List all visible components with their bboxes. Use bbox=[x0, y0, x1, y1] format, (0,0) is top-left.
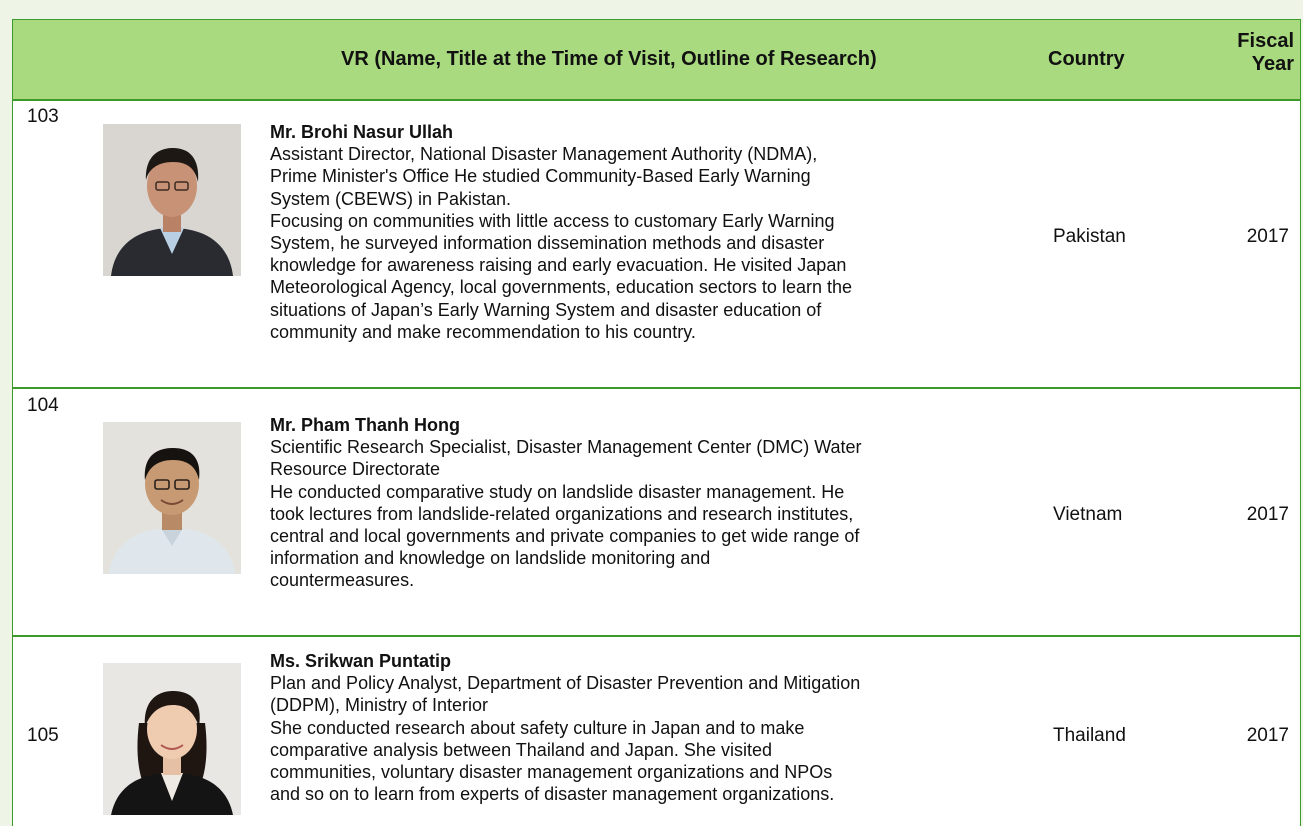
description-line: Resource Directorate bbox=[270, 459, 441, 480]
table-row: 105 Ms. Srikwan Puntatip Plan and Policy… bbox=[13, 637, 1300, 826]
column-header-fiscal-year: Fiscal Year bbox=[1232, 30, 1294, 76]
country-cell: Pakistan bbox=[1053, 226, 1126, 247]
description-line: central and local governments and privat… bbox=[270, 526, 860, 547]
researcher-description: Mr. Pham Thanh Hong Scientific Research … bbox=[270, 414, 1015, 592]
description-line: comparative analysis between Thailand an… bbox=[270, 739, 772, 760]
researcher-photo bbox=[103, 422, 241, 574]
description-line: took lectures from landslide-related org… bbox=[270, 503, 854, 524]
person-portrait-icon bbox=[103, 422, 241, 574]
researcher-name: Mr. Brohi Nasur Ullah bbox=[270, 122, 454, 142]
description-line: He conducted comparative study on landsl… bbox=[270, 481, 845, 502]
description-line: knowledge for awareness raising and earl… bbox=[270, 255, 847, 276]
description-line: information and knowledge on landslide m… bbox=[270, 548, 711, 569]
column-header-country: Country bbox=[1048, 48, 1125, 70]
researcher-name: Mr. Pham Thanh Hong bbox=[270, 415, 461, 435]
researcher-description: Ms. Srikwan Puntatip Plan and Policy Ana… bbox=[270, 650, 1015, 805]
description-line: System (CBEWS) in Pakistan. bbox=[270, 188, 512, 209]
fiscal-year-cell: 2017 bbox=[1246, 725, 1289, 746]
description-line: Plan and Policy Analyst, Department of D… bbox=[270, 673, 861, 694]
person-portrait-icon bbox=[103, 663, 241, 815]
table-row: 103 Mr. Brohi Nasur Ullah Assistant Dire… bbox=[13, 101, 1300, 389]
description-line: community and make recommendation to his… bbox=[270, 321, 696, 342]
researcher-photo bbox=[103, 663, 241, 815]
description-line: Focusing on communities with little acce… bbox=[270, 210, 835, 231]
description-line: and so on to learn from experts of disas… bbox=[270, 784, 835, 805]
description-line: System, he surveyed information dissemin… bbox=[270, 233, 825, 254]
description-line: (DDPM), Ministry of Interior bbox=[270, 695, 489, 716]
description-line: countermeasures. bbox=[270, 570, 415, 591]
table-row: 104 Mr. Pham Thanh Hong Scientific Resea… bbox=[13, 389, 1300, 637]
description-line: She conducted research about safety cult… bbox=[270, 717, 805, 738]
person-portrait-icon bbox=[103, 124, 241, 276]
table-header: VR (Name, Title at the Time of Visit, Ou… bbox=[13, 19, 1300, 101]
country-cell: Vietnam bbox=[1053, 504, 1123, 525]
description-line: situations of Japan’s Early Warning Syst… bbox=[270, 299, 822, 320]
researcher-name: Ms. Srikwan Puntatip bbox=[270, 651, 452, 671]
researchers-table: VR (Name, Title at the Time of Visit, Ou… bbox=[12, 19, 1301, 826]
researcher-description: Mr. Brohi Nasur Ullah Assistant Director… bbox=[270, 121, 1015, 343]
row-number: 104 bbox=[27, 395, 59, 416]
column-header-fiscal-year-line2: Year bbox=[1251, 53, 1294, 75]
description-line: Prime Minister's Office He studied Commu… bbox=[270, 166, 811, 187]
description-line: Assistant Director, National Disaster Ma… bbox=[270, 144, 818, 165]
researcher-photo bbox=[103, 124, 241, 276]
description-line: Scientific Research Specialist, Disaster… bbox=[270, 437, 862, 458]
row-number: 105 bbox=[27, 725, 59, 746]
country-cell: Thailand bbox=[1053, 725, 1126, 746]
column-header-vr: VR (Name, Title at the Time of Visit, Ou… bbox=[341, 48, 877, 70]
row-number: 103 bbox=[27, 106, 59, 127]
fiscal-year-cell: 2017 bbox=[1246, 226, 1289, 247]
description-line: communities, voluntary disaster manageme… bbox=[270, 762, 833, 783]
column-header-fiscal-year-line1: Fiscal bbox=[1237, 30, 1294, 52]
fiscal-year-cell: 2017 bbox=[1246, 504, 1289, 525]
description-line: Meteorological Agency, local governments… bbox=[270, 277, 852, 298]
